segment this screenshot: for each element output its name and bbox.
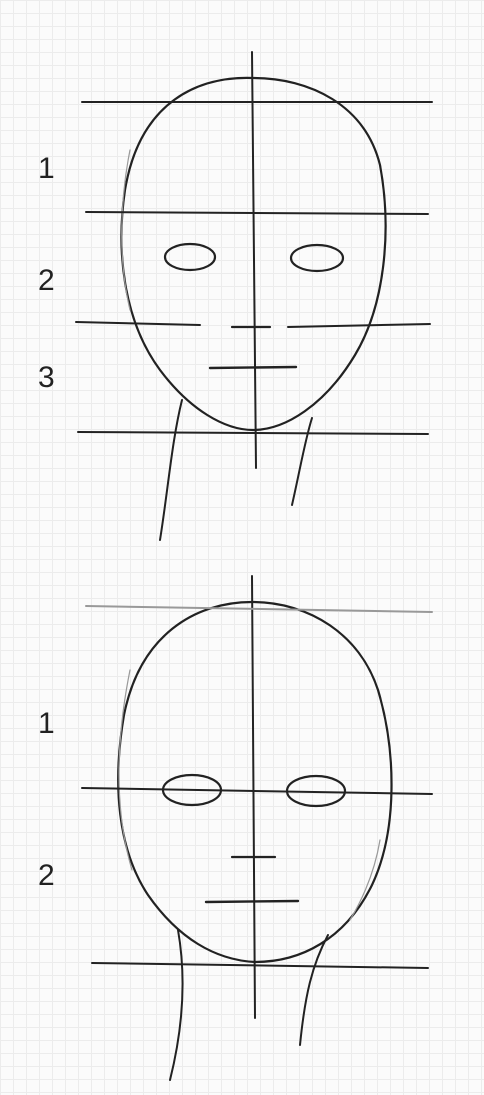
mouth bbox=[206, 901, 298, 902]
brow-guide bbox=[86, 212, 428, 214]
left-eye bbox=[165, 244, 215, 270]
section-label-2: 2 bbox=[38, 861, 55, 891]
neck-right bbox=[292, 418, 312, 505]
face-proportion-sketch-thirds: 1 2 3 bbox=[0, 0, 484, 550]
section-label-3: 3 bbox=[38, 363, 55, 393]
nose-guide bbox=[76, 322, 200, 325]
section-label-1: 1 bbox=[38, 709, 55, 739]
neck-left bbox=[160, 400, 182, 540]
nose-guide-right bbox=[288, 324, 430, 327]
center-line bbox=[252, 52, 256, 468]
chin-guide bbox=[92, 963, 428, 968]
face-proportion-sketch-halves: 1 2 bbox=[0, 550, 484, 1095]
neck-left bbox=[170, 930, 183, 1080]
right-eye bbox=[291, 245, 343, 271]
face-drawing-halves bbox=[0, 550, 484, 1095]
top-guide bbox=[86, 606, 432, 612]
center-line bbox=[252, 576, 255, 1018]
eye-guide bbox=[82, 788, 432, 794]
mouth bbox=[210, 367, 296, 368]
chin-guide bbox=[78, 432, 428, 434]
section-label-1: 1 bbox=[38, 154, 55, 184]
section-label-2: 2 bbox=[38, 266, 55, 296]
face-drawing-thirds bbox=[0, 0, 484, 550]
